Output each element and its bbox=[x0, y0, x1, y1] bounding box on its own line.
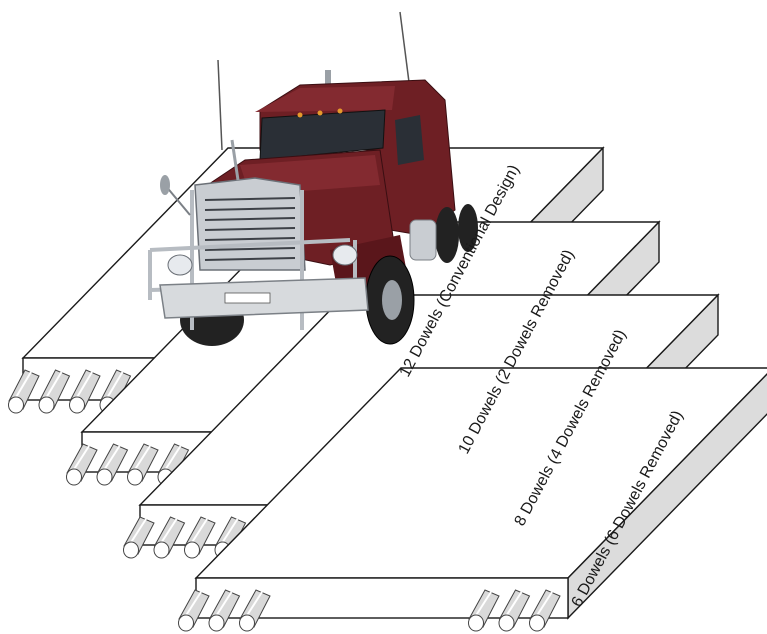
dowel-configuration-diagram: 12 Dowels (Conventional Design) 10 Dowel… bbox=[0, 0, 767, 634]
